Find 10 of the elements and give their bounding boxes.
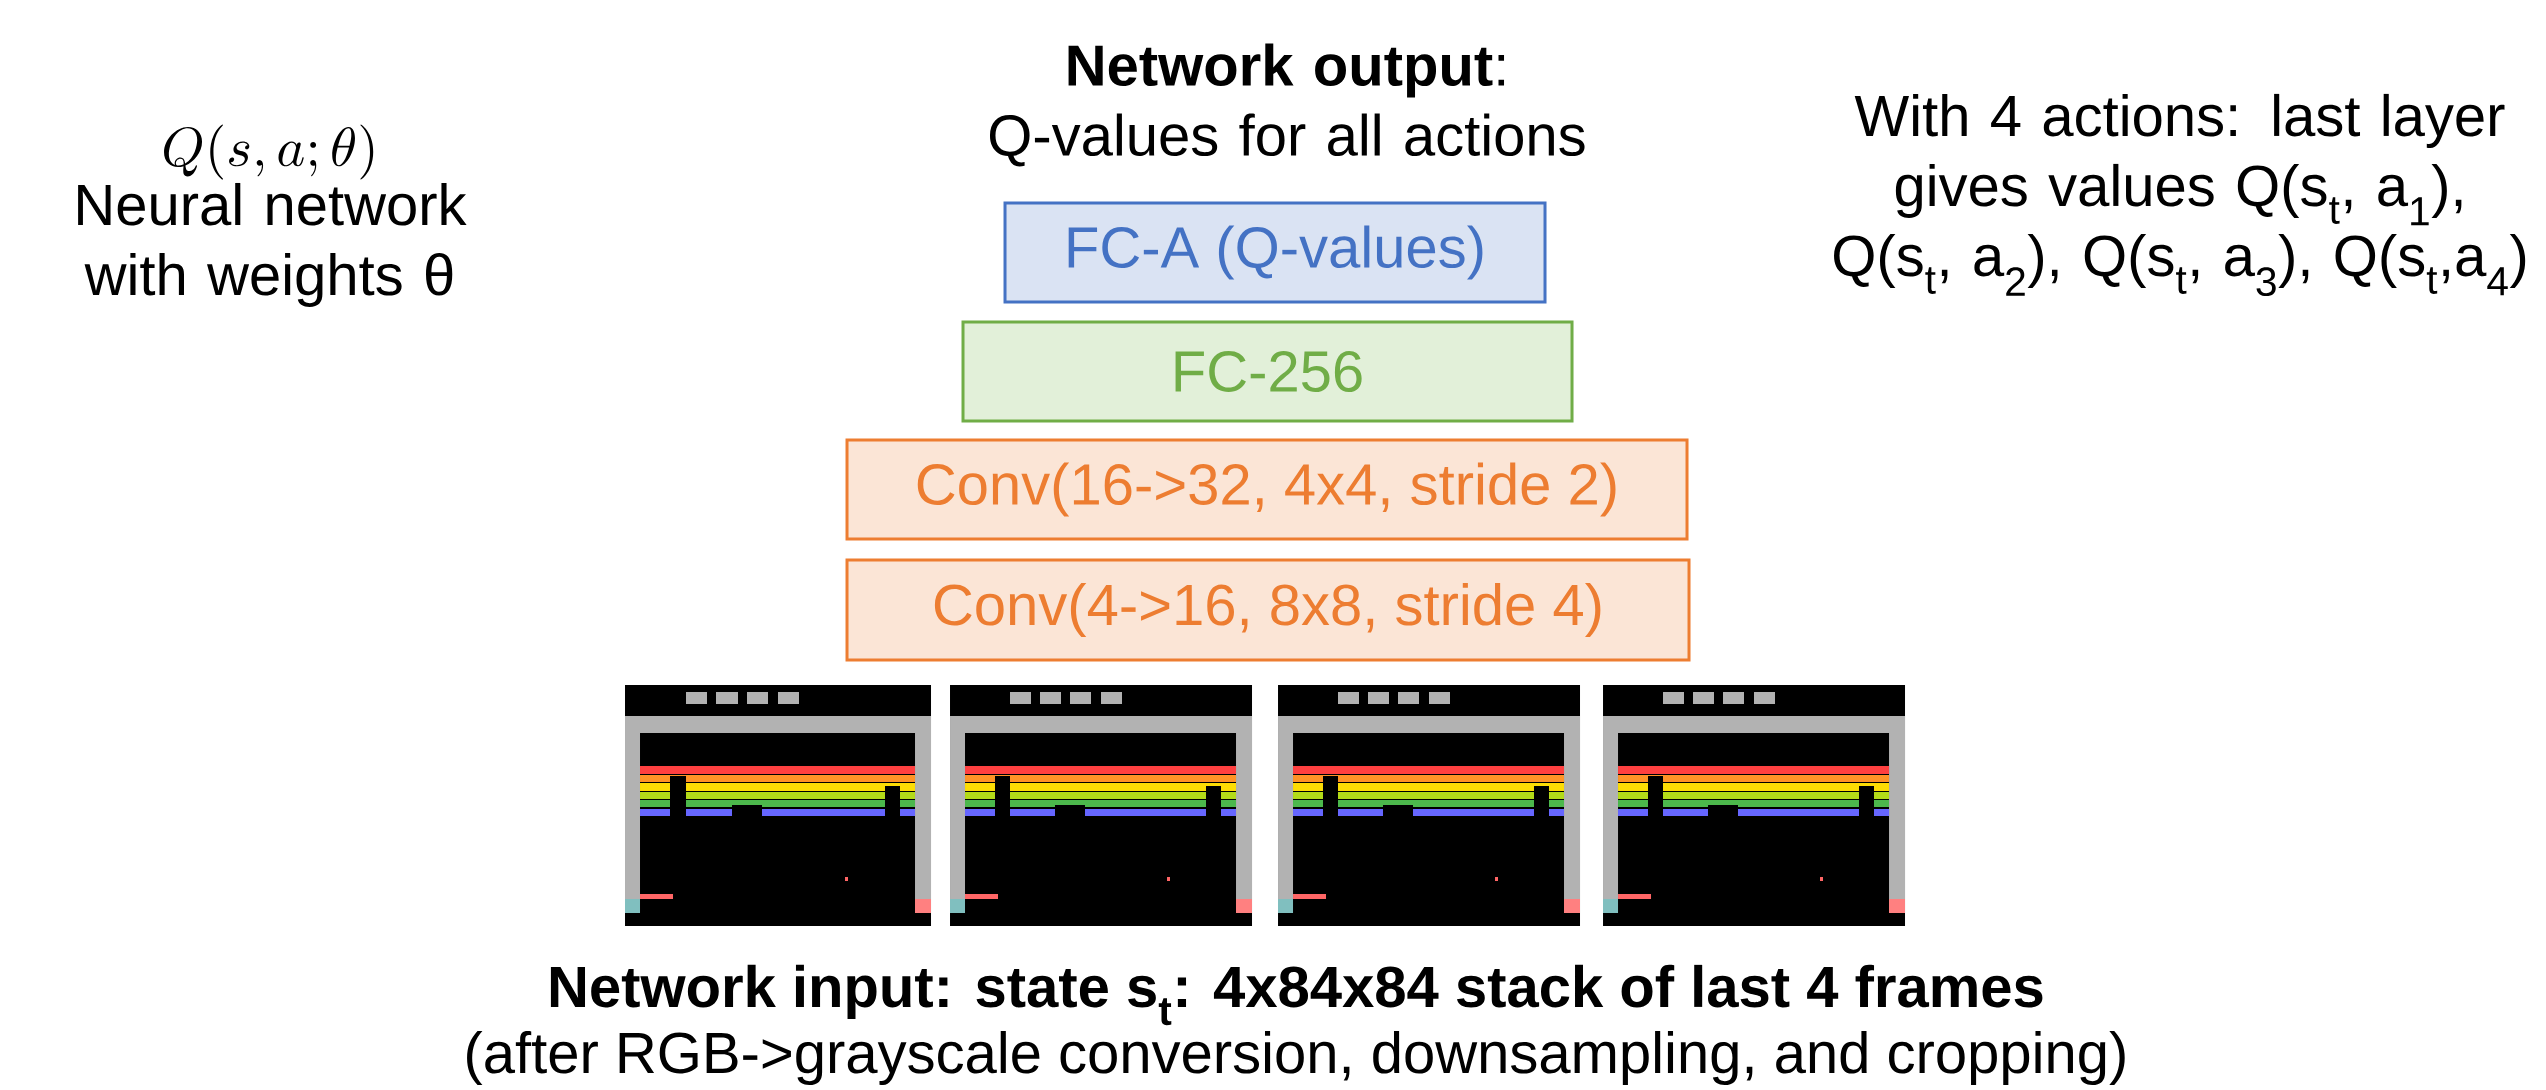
formula: $Q(s,a;\theta)$: [164, 124, 374, 180]
caption-text: Network output: Q-values for all actions: [990, 43, 1585, 167]
layer-box: FC-A (Q-values): [1003, 201, 1547, 304]
caption-text: Neural network with weights θ: [78, 182, 467, 308]
layer-box: Conv(16->32, 4x4, stride 2): [845, 438, 1689, 541]
layer-box: Conv(4->16, 8x8, stride 4): [845, 558, 1691, 662]
caption-text: With 4 actions: last layer gives values Q(s$_{t}$, a$_{1}$), Q(s$_{t}$, a$_{2}$), Q(s$_{t}$, a$_{3}$), Q(s$_{t}$,a$_{4}$): [1834, 93, 2526, 297]
caption-text: Network input: state s$_{t}$: 4x84x84 stack of last 4 frames: [550, 964, 2043, 1026]
layer-box: FC-256: [961, 320, 1574, 423]
caption-text: (after RGB->grayscale conversion, downsampling, and cropping): [467, 1031, 2125, 1086]
